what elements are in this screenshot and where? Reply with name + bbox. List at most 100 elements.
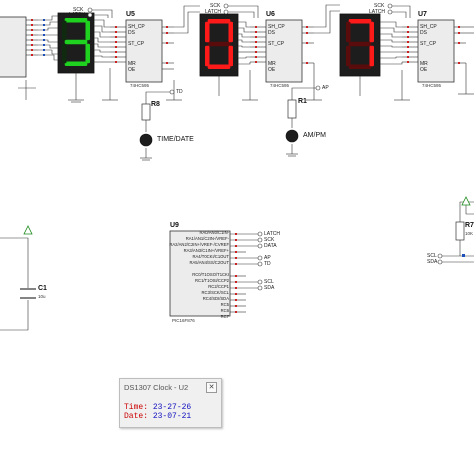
- u5-control-wires: [92, 5, 200, 34]
- clock-time-value: 23-27-26: [152, 403, 192, 412]
- u9-net-data: DATA: [264, 243, 277, 249]
- u6-pin-mr: MR: [268, 61, 276, 67]
- u5-latch-terminal[interactable]: [87, 12, 93, 18]
- u5-sck-terminal[interactable]: [87, 7, 93, 13]
- u7-latch-terminal[interactable]: [387, 9, 393, 15]
- c1-value: 10u: [38, 294, 46, 299]
- u6-model: 74HC595: [270, 83, 290, 88]
- u5-net-latch: LATCH: [69, 12, 86, 18]
- u9-pin-lines: [230, 233, 258, 313]
- segment-f: [205, 21, 210, 43]
- u6-pin-dots: [255, 26, 308, 64]
- u5-pin-shcp: SH_CP: [128, 24, 145, 30]
- u5-label: U5: [126, 11, 135, 18]
- u7-pin-dots: [407, 26, 460, 64]
- r8-label: R8: [151, 101, 160, 108]
- segment-g: [348, 41, 372, 47]
- u7-net-sck: SCK: [374, 3, 385, 9]
- clock-date-label: Date:: [124, 412, 149, 421]
- left-bus-junctions: [43, 19, 45, 56]
- led-am-pm-label: AM/PM: [303, 132, 326, 139]
- u7-sck-terminal[interactable]: [387, 3, 393, 9]
- td-terminal[interactable]: [169, 89, 175, 95]
- segment-g: [207, 41, 231, 47]
- segment-d: [207, 64, 231, 69]
- u9-microcontroller[interactable]: [169, 230, 231, 317]
- junction-r7: [462, 254, 465, 257]
- u7-label: U7: [418, 11, 427, 18]
- led-am-pm[interactable]: [285, 129, 299, 143]
- ds1307-clock-window[interactable]: DS1307 Clock - U2 ✕ Time: 23-27-26 Date:…: [119, 378, 222, 428]
- r7-value: 10K: [465, 231, 474, 236]
- r1-wiring: [291, 87, 316, 154]
- segment-b: [369, 21, 374, 43]
- u9-net-td: TD: [264, 261, 271, 267]
- r8-resistor[interactable]: [141, 103, 151, 121]
- u6-pin-ds: DS: [268, 30, 275, 36]
- u7-pin-stcp: ST_CP: [420, 41, 437, 47]
- digit-left-segments: [62, 18, 90, 66]
- left-bus-wires: [38, 15, 58, 61]
- u6-label: U6: [266, 11, 275, 18]
- u7-pin-shcp: SH_CP: [420, 24, 437, 30]
- u7-net-latch: LATCH: [369, 9, 386, 15]
- r7-resistor[interactable]: [455, 221, 465, 241]
- u6-shift-register[interactable]: [265, 19, 303, 83]
- left-partial-chip[interactable]: [0, 16, 27, 78]
- ap-terminal[interactable]: [315, 85, 321, 91]
- u9-model: PIC16F876: [172, 318, 195, 323]
- segment-c: [369, 45, 374, 67]
- segment-b: [85, 20, 90, 41]
- u7-pin-mr: MR: [420, 61, 428, 67]
- u5-pin-dots: [115, 26, 168, 64]
- u9-label: U9: [170, 222, 179, 229]
- u6-latch-terminal[interactable]: [223, 9, 229, 15]
- u9-pin-label: RC3/SCK/SCL: [201, 290, 229, 295]
- u9-net-scl: SCL: [264, 279, 274, 285]
- r1-label: R1: [298, 98, 307, 105]
- u9-pin-label: RC7: [220, 314, 229, 319]
- r7-label: R7: [465, 222, 474, 229]
- r7-wiring: [442, 201, 474, 263]
- ap-net-label: AP: [322, 85, 329, 91]
- close-icon[interactable]: ✕: [206, 382, 217, 393]
- segment-d: [64, 61, 88, 66]
- u6-sck-terminal[interactable]: [223, 3, 229, 9]
- u9-pin-label: RC0/T1OSO/T1CKI: [192, 272, 229, 277]
- scl-terminal-right[interactable]: [437, 253, 443, 259]
- u6-net-latch: LATCH: [205, 9, 222, 15]
- u9-pin-label: RA1/AN1/C2IN-/VREF-: [185, 236, 229, 241]
- u5-model: 74HC595: [130, 83, 150, 88]
- u6-pin-shcp: SH_CP: [268, 24, 285, 30]
- u9-pin-label: RC6: [220, 308, 229, 313]
- segment-f: [346, 21, 351, 43]
- u9-net-terminals[interactable]: [257, 231, 263, 291]
- u7-shift-register[interactable]: [417, 19, 455, 83]
- r1-resistor[interactable]: [287, 99, 297, 119]
- u5-shift-register[interactable]: [125, 19, 163, 83]
- u6-to-display-wires: [238, 21, 251, 65]
- digit-right-segments: [346, 19, 374, 69]
- u9-net-sda: SDA: [264, 285, 275, 291]
- u9-pin-label: RA5/AN4/SS/C2OUT: [189, 260, 229, 265]
- clock-date-value: 23-07-21: [152, 412, 192, 421]
- u9-net-ap: AP: [264, 255, 271, 261]
- sda-terminal-right[interactable]: [437, 259, 443, 265]
- u9-pin-label: RA3/AN3/C1IN+/VREF+: [183, 248, 229, 253]
- u5-pin-mr: MR: [128, 61, 136, 67]
- c1-label: C1: [38, 285, 47, 292]
- u6-pin-oe: OE: [268, 67, 276, 73]
- clock-time-row: Time: 23-27-26: [124, 403, 191, 412]
- u9-pin-label: RA4/T0CKI/C1OUT: [192, 254, 229, 259]
- u9-pin-label: RC5: [220, 302, 229, 307]
- clock-time-label: Time:: [124, 403, 149, 412]
- led-time-date[interactable]: [139, 133, 153, 147]
- scl-net-right: SCL: [427, 253, 437, 259]
- digit-middle-segments: [205, 19, 233, 69]
- u9-pin-label: RC4/SDI/SDA: [202, 296, 229, 301]
- r8-wiring: [145, 91, 170, 158]
- left-chip-pin-dots: [31, 19, 33, 56]
- u9-pin-label: RC1/T1OSI/CCP2: [195, 278, 229, 283]
- power-arrow-left: [23, 225, 33, 235]
